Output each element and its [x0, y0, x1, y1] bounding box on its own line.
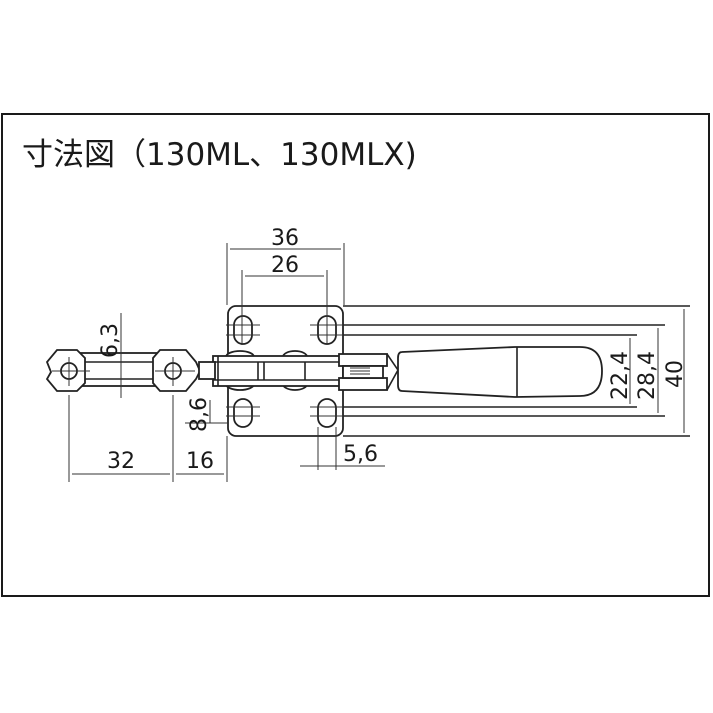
handle-grip [397, 346, 603, 398]
drawing-title: 寸法図（130ML、130MLX) [22, 137, 417, 173]
dim-slot-width: 5,6 [343, 442, 378, 467]
dim-top-inner: 26 [271, 253, 299, 278]
dim-base-offset: 8,6 [187, 397, 212, 432]
clamp-arm [212, 350, 399, 391]
dim-top-outer: 36 [271, 226, 299, 251]
dim-link-length: 32 [107, 449, 135, 474]
spindle-link [45, 349, 216, 392]
dim-base-width: 40 [663, 360, 688, 388]
extension-lines-right [226, 305, 690, 437]
dim-spindle-to-base: 16 [186, 449, 214, 474]
dim-handle-width: 22,4 [608, 351, 633, 400]
dim-mid-width: 28,4 [635, 351, 660, 400]
dim-spindle-height: 6,3 [98, 323, 123, 358]
dimension-lines [68, 243, 685, 482]
